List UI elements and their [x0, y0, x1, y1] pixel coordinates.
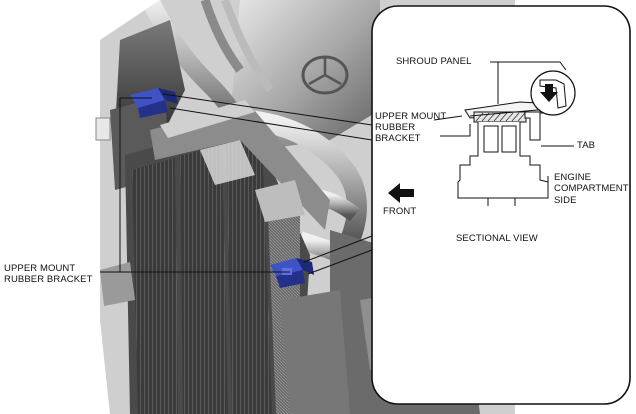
sectional-view-caption: SECTIONAL VIEW [456, 233, 538, 244]
engine-side-line1: ENGINE [554, 172, 592, 183]
left-bracket-label-line2: RUBBER BRACKET [4, 274, 93, 285]
detail-leader-lines [433, 61, 574, 182]
arrow-left-icon [388, 183, 414, 203]
front-label: FRONT [383, 206, 417, 217]
leader-lines [100, 93, 373, 275]
engine-side-line3: SIDE [554, 195, 577, 206]
frame-rail [100, 262, 135, 306]
upper-mount-callout-line1: UPPER MOUNT [375, 111, 447, 122]
shroud-panel-label: SHROUD PANEL [396, 56, 472, 67]
tab-label: TAB [577, 140, 596, 151]
engine-cover [230, 0, 380, 150]
upper-mount-callout-line3: BRACKET [375, 133, 421, 144]
engine-side-line2: COMPARTMENT [554, 183, 629, 194]
emblem [301, 55, 349, 95]
arrow-down-icon [540, 84, 558, 102]
hatch-marks [475, 112, 526, 122]
upper-mount-callout-line2: RUBBER [375, 122, 416, 133]
left-bracket-label-line1: UPPER MOUNT [4, 263, 76, 274]
